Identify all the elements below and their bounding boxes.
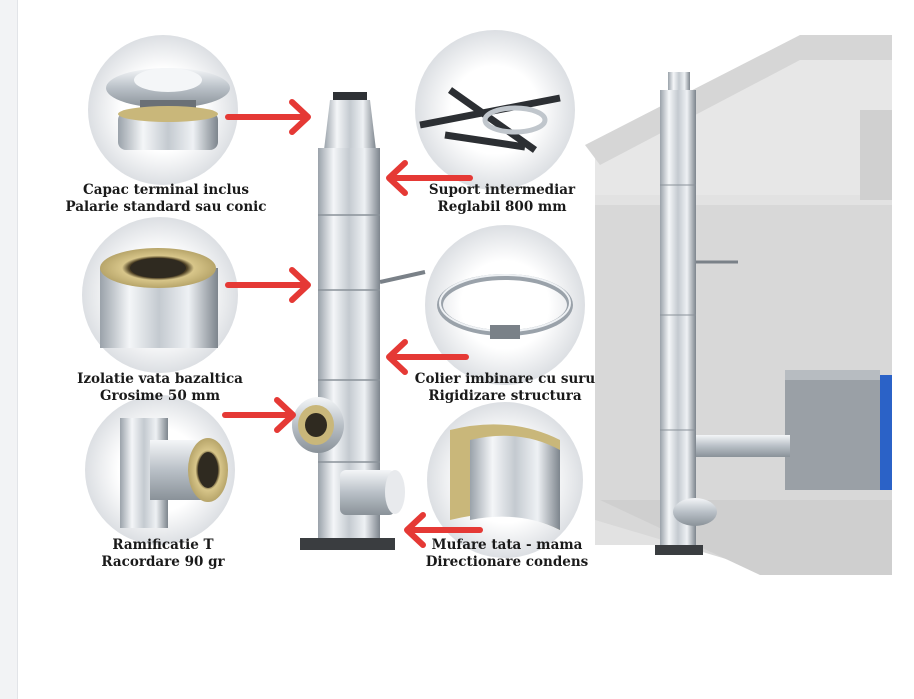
cap-caption-line1: Capac terminal inclus xyxy=(82,182,250,198)
main-chimney xyxy=(292,92,426,550)
insulation-caption-line1: Izolatie vata bazaltica xyxy=(77,371,243,387)
tee-caption: Ramificatie T Racordare 90 gr xyxy=(43,537,283,571)
arrows xyxy=(222,99,483,548)
building-scene xyxy=(585,35,892,575)
insulation-caption: Izolatie vata bazaltica Grosime 50 mm xyxy=(40,371,280,405)
collar-caption: Colier imbinare cu suru Rigidizare struc… xyxy=(385,371,625,405)
support-caption: Suport intermediar Reglabil 800 mm xyxy=(382,182,622,216)
cap-bubble xyxy=(88,35,238,185)
collar-caption-line1: Colier imbinare cu suru xyxy=(414,371,596,387)
support-caption-line2: Reglabil 800 mm xyxy=(437,199,567,215)
support-bubble xyxy=(415,30,575,190)
arrow-socket xyxy=(404,512,483,548)
cap-caption-line2: Palarie standard sau conic xyxy=(65,199,267,215)
tee-bubble xyxy=(85,395,235,545)
collar-bubble xyxy=(425,225,585,385)
arrow-support xyxy=(386,160,473,196)
tee-caption-line1: Ramificatie T xyxy=(112,537,214,553)
installed-chimney xyxy=(655,72,738,555)
insulation-bubble xyxy=(82,217,238,373)
socket-caption-line1: Mufare tata - mama xyxy=(431,537,583,553)
socket-caption-line2: Directionare condens xyxy=(425,554,589,570)
socket-caption: Mufare tata - mama Directionare condens xyxy=(387,537,627,571)
arrow-cap xyxy=(225,99,311,135)
tee-caption-line2: Racordare 90 gr xyxy=(101,554,225,570)
support-caption-line1: Suport intermediar xyxy=(428,182,576,198)
left-edge-strip xyxy=(0,0,18,699)
arrow-collar xyxy=(386,339,469,375)
boiler xyxy=(695,370,892,490)
collar-caption-line2: Rigidizare structura xyxy=(428,388,582,404)
socket-bubble xyxy=(427,402,583,558)
insulation-caption-line2: Grosime 50 mm xyxy=(99,388,220,404)
arrow-insulation xyxy=(225,267,311,303)
cap-caption: Capac terminal inclus Palarie standard s… xyxy=(46,182,286,216)
arrow-tee xyxy=(222,397,296,433)
